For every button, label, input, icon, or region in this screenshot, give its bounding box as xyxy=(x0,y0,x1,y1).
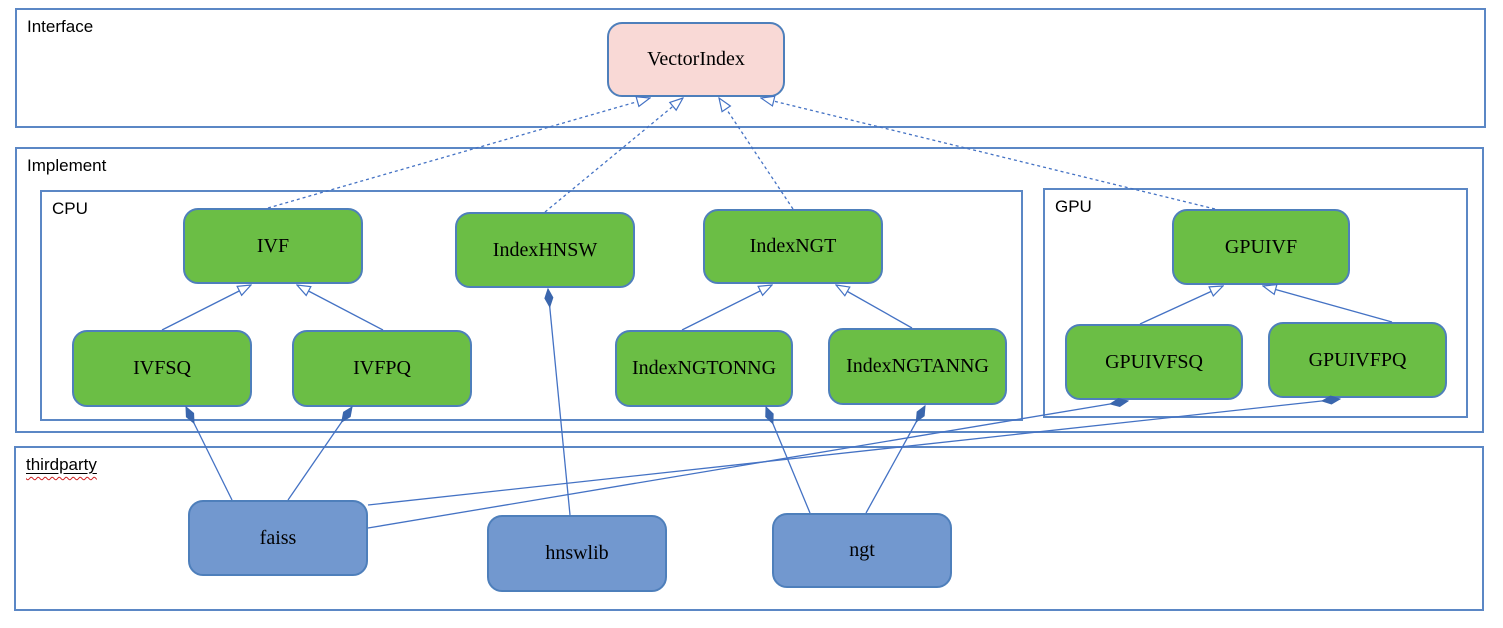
node-gpuivfpq[interactable]: GPUIVFPQ xyxy=(1268,322,1447,398)
node-label: VectorIndex xyxy=(647,48,745,70)
section-thirdparty-label-text: thirdparty xyxy=(26,455,97,474)
node-label: ngt xyxy=(849,539,875,561)
node-indexngtanng[interactable]: IndexNGTANNG xyxy=(828,328,1007,405)
section-thirdparty-label: thirdparty xyxy=(26,455,97,475)
node-label: GPUIVFSQ xyxy=(1105,350,1203,373)
node-label: IndexNGTANNG xyxy=(846,355,989,377)
node-label: GPUIVF xyxy=(1224,235,1298,258)
node-ivfpq[interactable]: IVFPQ xyxy=(292,330,472,407)
node-label: IndexNGT xyxy=(749,235,837,257)
node-gpuivfsq[interactable]: GPUIVFSQ xyxy=(1065,324,1243,400)
node-ivfsq[interactable]: IVFSQ xyxy=(72,330,252,407)
node-label: GPUIVFPQ xyxy=(1308,348,1407,371)
group-cpu-label: CPU xyxy=(52,199,88,218)
node-label: IndexNGTONNG xyxy=(631,357,777,379)
node-ngt[interactable]: ngt xyxy=(772,513,952,588)
section-implement-label: Implement xyxy=(27,156,107,175)
node-vectorindex[interactable]: VectorIndex xyxy=(607,22,785,97)
node-indexngtonng[interactable]: IndexNGTONNG xyxy=(615,330,793,407)
node-label: faiss xyxy=(259,526,297,549)
node-label: hnswlib xyxy=(545,542,609,564)
node-gpuivf[interactable]: GPUIVF xyxy=(1172,209,1350,285)
node-label: IVF xyxy=(256,234,290,257)
node-faiss[interactable]: faiss xyxy=(188,500,368,576)
node-indexngt[interactable]: IndexNGT xyxy=(703,209,883,284)
node-indexhnsw[interactable]: IndexHNSW xyxy=(455,212,635,288)
node-ivf[interactable]: IVF xyxy=(183,208,363,284)
node-label: IVFSQ xyxy=(133,357,191,379)
node-label: IVFPQ xyxy=(353,357,411,379)
node-hnswlib[interactable]: hnswlib xyxy=(487,515,667,592)
section-interface-label: Interface xyxy=(27,17,94,36)
group-gpu-label: GPU xyxy=(1055,197,1092,216)
node-label: IndexHNSW xyxy=(492,238,598,261)
